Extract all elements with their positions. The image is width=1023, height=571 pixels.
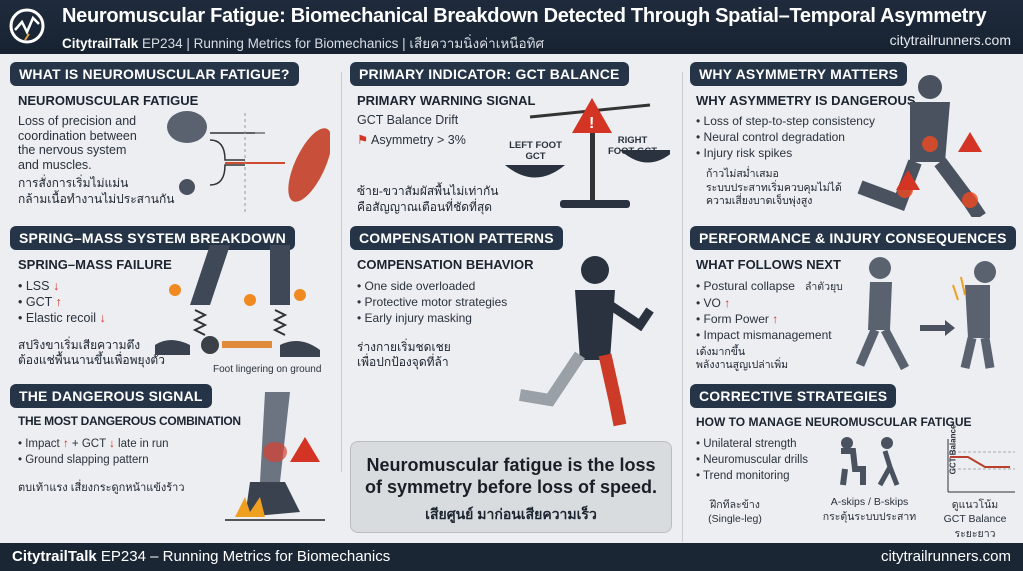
footer-brand: CitytrailTalk [12, 548, 97, 565]
thai-text: ซ้าย-ขวาสัมผัสพื้นไม่เท่ากัน [357, 184, 499, 198]
page-title: Neuromuscular Fatigue: Biomechanical Bre… [62, 5, 987, 27]
shin-impact-illustration [225, 392, 325, 521]
caption: ฝึกทีละข้าง(Single-leg) [708, 499, 762, 525]
thai-text: เด้งมากขึ้นพลังงานสูญเปล่าเพิ่ม [696, 346, 789, 371]
section-title: SPRING–MASS SYSTEM BREAKDOWN [10, 226, 295, 250]
drill-figures-icon [840, 437, 900, 487]
section-heading: WHAT FOLLOWS NEXT [696, 257, 841, 272]
balance-scale-illustration: ! [505, 98, 670, 208]
quote-thai: เสียศูนย์ มาก่อนเสียความเร็ว [425, 506, 597, 522]
thai-text: กล้ามเนื้อทำงานไม่ประสานกัน [18, 192, 175, 206]
list-item: Neuromuscular drills [696, 452, 808, 468]
thai-text: ร่างกายเริ่มชดเชย [357, 340, 451, 354]
svg-text:!: ! [589, 115, 594, 132]
clock-icon [201, 336, 219, 354]
list-item: Loss of step-to-step consistency [696, 113, 875, 129]
muscle-icon [288, 128, 330, 202]
list-item: Ground slapping pattern [18, 452, 169, 468]
thai-text: คือสัญญาณเตือนที่ชัดที่สุด [357, 200, 493, 214]
section-title: CORRECTIVE STRATEGIES [690, 384, 897, 408]
list-item: VO ↑ [696, 295, 843, 311]
list-item: LSS ↓ [18, 278, 106, 294]
runner-joints-illustration [857, 75, 986, 217]
divider [682, 72, 683, 542]
section-title: COMPENSATION PATTERNS [350, 226, 563, 250]
section-title: THE DANGEROUS SIGNAL [10, 384, 212, 408]
fatigue-posture-illustration [855, 257, 996, 371]
divider [341, 72, 342, 472]
thai-text: ต้องแช่พื้นนานขึ้นเพื่อพยุงตัว [18, 353, 165, 367]
warning-icon [896, 132, 982, 190]
flag-icon: ⚑ [357, 133, 369, 147]
thai-text: ตบเท้าแรง เสี่ยงกระดูกหน้าแข้งร้าว [18, 482, 185, 494]
neuron-icon [179, 179, 195, 195]
header: Neuromuscular Fatigue: Biomechanical Bre… [0, 0, 1023, 54]
section-title: PRIMARY INDICATOR: GCT BALANCE [350, 62, 629, 86]
leg-spring-illustration [155, 245, 320, 357]
quote-line: Neuromuscular fatigue is the loss [366, 455, 656, 475]
section-heading: HOW TO MANAGE NEUROMUSCULAR FATIGUE [696, 415, 972, 429]
section-heading: SPRING–MASS FAILURE [18, 257, 172, 272]
list-item: Unilateral strength [696, 436, 808, 452]
section-title: WHAT IS NEUROMUSCULAR FATIGUE? [10, 62, 299, 86]
chart-axis-label: GCT Balance [948, 424, 958, 475]
quote-line: of symmetry before loss of speed. [364, 477, 658, 497]
brain-muscle-illustration [167, 111, 330, 215]
list-item: Postural collapse ลำตัวยุบ [696, 278, 843, 295]
section-heading: WHY ASYMMETRY IS DANGEROUS [696, 93, 916, 108]
subtitle-text: EP234 | Running Metrics for Biomechanics… [142, 36, 545, 51]
description: Loss of precision and coordination betwe… [18, 114, 137, 172]
section-heading: THE MOST DANGEROUS COMBINATION [18, 414, 241, 428]
list-item: Impact ↑ + GCT ↓ late in run [18, 436, 168, 452]
warning-icon [572, 98, 612, 133]
section-title: WHY ASYMMETRY MATTERS [690, 62, 908, 86]
section-heading: COMPENSATION BEHAVIOR [357, 257, 534, 272]
warning-icon [290, 437, 320, 462]
section-heading: NEUROMUSCULAR FATIGUE [18, 93, 199, 108]
list-item: GCT ↑ [18, 294, 106, 310]
list-item: Early injury masking [357, 310, 507, 326]
footer-site-link[interactable]: citytrailrunners.com [880, 548, 1011, 565]
thai-text: การสั่งการเริ่มไม่แม่น [18, 176, 129, 190]
logo-icon [9, 8, 45, 44]
footer: CitytrailTalk EP234 – Running Metrics fo… [0, 543, 1023, 571]
list-item: Injury risk spikes [696, 145, 875, 161]
metric-label: GCT Balance Drift [357, 113, 459, 127]
brain-icon [167, 111, 207, 143]
subtitle: CitytrailTalk EP234 | Running Metrics fo… [62, 32, 544, 54]
thai-text: สปริงขาเริ่มเสียความตึง [18, 338, 141, 352]
site-link[interactable]: citytrailrunners.com [889, 32, 1011, 48]
right-foot-label: RIGHT FOOT GCT [607, 135, 658, 157]
section-heading: PRIMARY WARNING SIGNAL [357, 93, 536, 108]
list-item: Impact mismanagement [696, 327, 843, 343]
list-item: One side overloaded [357, 278, 507, 294]
brand: CitytrailTalk [62, 36, 139, 51]
list-item: Neural control degradation [696, 129, 875, 145]
list-item: Elastic recoil ↓ [18, 310, 106, 326]
list-item: Trend monitoring [696, 468, 808, 484]
list-item: Protective motor strategies [357, 294, 508, 310]
left-foot-label: LEFT FOOT GCT [509, 140, 562, 162]
key-quote: Neuromuscular fatigue is the loss of sym… [350, 441, 672, 533]
caption: Foot lingering on ground [213, 364, 322, 375]
section-title: PERFORMANCE & INJURY CONSEQUENCES [690, 226, 1016, 250]
gct-trend-chart-icon [947, 439, 1015, 493]
threshold: ⚑ Asymmetry > 3% [357, 133, 466, 147]
footer-text: EP234 – Running Metrics for Biomechanics [100, 548, 391, 565]
thai-text: เพื่อปกป้องจุดที่ล้า [357, 355, 449, 369]
list-item: Form Power ↑ [696, 311, 843, 327]
thai-text: ก้าวไม่สม่ำเสมอระบบประสาทเริ่มควบคุมไม่ไ… [706, 168, 842, 207]
runner-compensation-illustration [519, 256, 654, 427]
